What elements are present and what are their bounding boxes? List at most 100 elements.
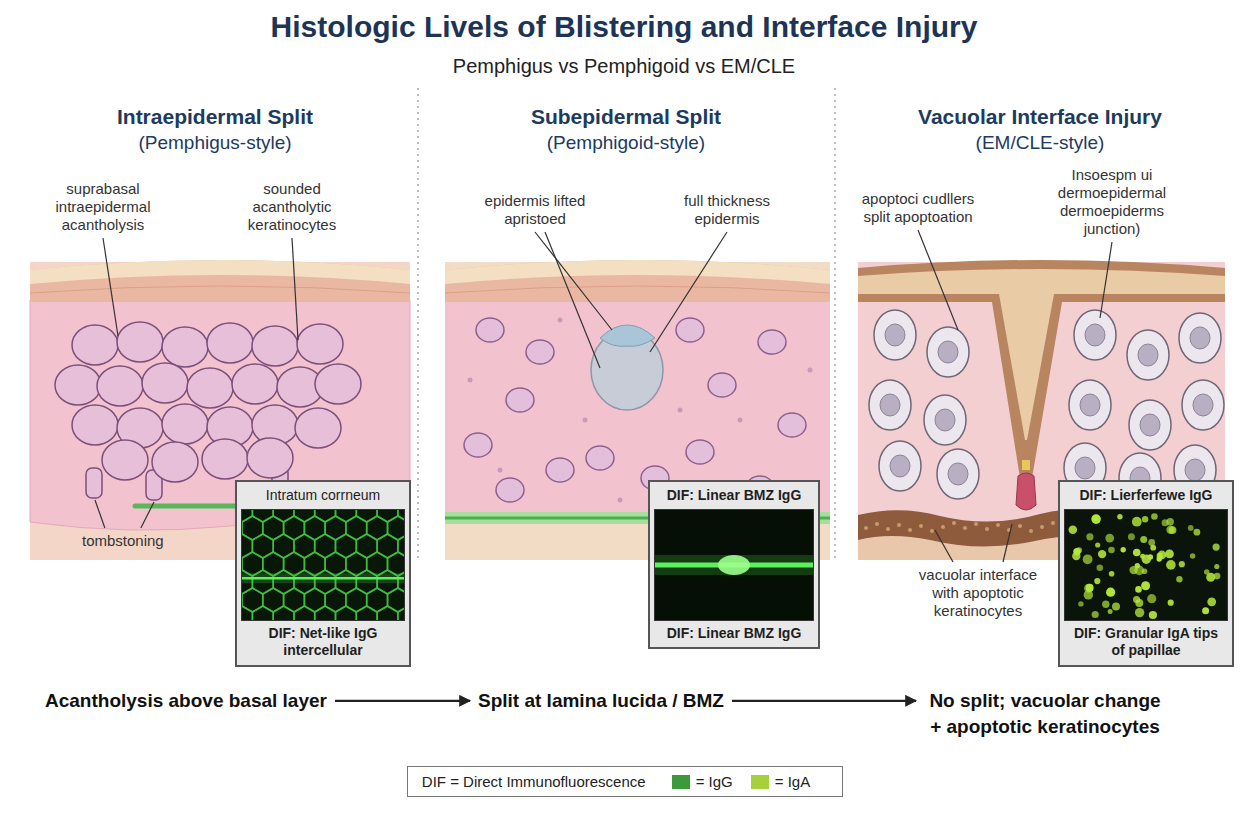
keratinocyte: [874, 310, 916, 360]
vacuole-speckle: [952, 521, 956, 525]
keratinocyte: [72, 405, 118, 445]
legend-swatch: [672, 775, 690, 789]
if-bright-spot: [718, 555, 750, 575]
leader-line: [103, 238, 118, 336]
stratum-corneum: [858, 269, 1225, 440]
granular-iga-dot: [1102, 600, 1109, 607]
nucleus: [1190, 327, 1210, 349]
granular-iga-dot: [1202, 607, 1209, 614]
vacuole-speckle: [908, 528, 912, 532]
node-text: DIF: Lierferfewe IgG: [1064, 486, 1228, 506]
granular-iga-dot: [1135, 586, 1142, 593]
keratinocyte: [1129, 400, 1171, 450]
callout-label: suprabasal intraepidermal acantholysis: [47, 180, 159, 234]
granular-iga-dot: [1207, 597, 1216, 606]
granular-iga-dot: [1148, 539, 1155, 546]
nucleus: [1140, 414, 1160, 436]
summary-step: Acantholysis above basal layer: [45, 688, 327, 714]
node-text: DIF: Net-like IgG intercellular: [241, 624, 405, 661]
keratinocyte: [927, 327, 969, 377]
keratinocyte: [162, 327, 208, 367]
stratum-line: [30, 286, 410, 293]
granular-iga-dot: [1188, 525, 1194, 531]
node-text: DIF: Linear BMZ IgG: [654, 624, 814, 644]
keratinocyte: [297, 324, 343, 364]
panel-divider: [417, 88, 419, 560]
granular-iga-dot: [1106, 587, 1115, 596]
if-background: [242, 510, 404, 620]
keratinocyte: [869, 380, 911, 430]
vacuole-speckle: [985, 527, 989, 531]
callout-label: Insoespm ui dermoepidermal dermoepiderms…: [1050, 166, 1175, 238]
leader-line: [95, 500, 105, 528]
granular-iga-dot: [1179, 561, 1185, 567]
keratinocyte: [937, 449, 979, 499]
flow-arrow: [732, 700, 916, 702]
granular-iga-dot: [1140, 536, 1147, 543]
nucleus: [880, 394, 900, 416]
granular-iga-dot: [1194, 528, 1201, 535]
cell-dot: [738, 418, 743, 423]
intercellular-net: [315, 510, 336, 522]
panel-divider: [834, 88, 836, 560]
granular-iga-dot: [1162, 519, 1169, 526]
vacuole-speckle: [996, 523, 1000, 527]
leader-line: [545, 232, 600, 368]
cell-dot: [558, 318, 563, 323]
granular-iga-dot: [1105, 533, 1114, 542]
cell-dot: [468, 378, 473, 383]
intercellular-net: [336, 606, 357, 620]
leader-line: [650, 232, 727, 352]
node-text: DIF: Linear BMZ IgG: [654, 486, 814, 506]
apoptotic-body: [1016, 473, 1036, 510]
granular-iga-dot: [1135, 565, 1145, 575]
if-image: [241, 509, 405, 621]
intercellular-net: [336, 510, 357, 522]
granular-iga-dot: [1121, 547, 1126, 552]
nucleus: [1185, 459, 1205, 481]
callout-label: sounded acantholytic keratinocytes: [232, 180, 352, 234]
node-text: DIF = Direct Immunofluorescence: [422, 773, 646, 790]
granular-iga-dot: [1084, 583, 1093, 592]
summary-step: No split; vacuolar change + apoptotic ke…: [924, 688, 1166, 739]
keratinocyte: [476, 318, 504, 342]
leader-line: [1100, 242, 1112, 318]
vacuole-speckle: [864, 526, 868, 530]
intercellular-net: [356, 606, 377, 620]
granular-iga-dot: [1098, 549, 1106, 557]
if-glow: [242, 573, 404, 583]
subtitle: Pemphigus vs Pemphigoid vs EM/CLE: [274, 54, 974, 78]
title: Histologic Livels of Blistering and Inte…: [24, 10, 1224, 44]
granular-iga-dot: [1142, 516, 1148, 522]
summary-step: Split at lamina lucida / BMZ: [478, 688, 724, 714]
keratinocyte: [676, 318, 704, 342]
legend-text: = IgA: [775, 773, 810, 790]
keratinocyte: [102, 440, 148, 480]
granular-iga-dot: [1141, 581, 1150, 590]
stratum-corneum: [445, 260, 830, 302]
granular-iga-dot: [1092, 515, 1097, 520]
granular-iga-dot: [1094, 578, 1100, 584]
vacuole-speckle: [1051, 521, 1055, 525]
keratinocyte: [496, 478, 524, 502]
panel-subheading: (Pemphigus-style): [25, 132, 405, 155]
vacuole-speckle: [1018, 524, 1022, 528]
intercellular-net: [294, 606, 315, 620]
if-image-svg: [655, 510, 813, 620]
intercellular-net: [315, 606, 336, 620]
legend-box: DIF = Direct Immunofluorescence = IgG = Ig…: [407, 766, 843, 797]
panel-subheading: (EM/CLE-style): [850, 132, 1230, 155]
if-line: [242, 576, 404, 579]
keratinocyte: [55, 365, 101, 405]
granular-iga-dot: [1097, 564, 1104, 571]
keratinocyte: [1179, 313, 1221, 363]
granular-iga-dot: [1117, 514, 1122, 519]
leader-line: [535, 232, 612, 330]
granular-iga-dot: [1095, 542, 1100, 547]
keratinocyte: [152, 442, 198, 482]
intercellular-net: [273, 606, 294, 620]
nucleus: [1080, 394, 1100, 416]
keratinocyte: [1182, 380, 1224, 430]
tombstone-cell: [86, 468, 102, 498]
legend-text: = IgG: [696, 773, 733, 790]
